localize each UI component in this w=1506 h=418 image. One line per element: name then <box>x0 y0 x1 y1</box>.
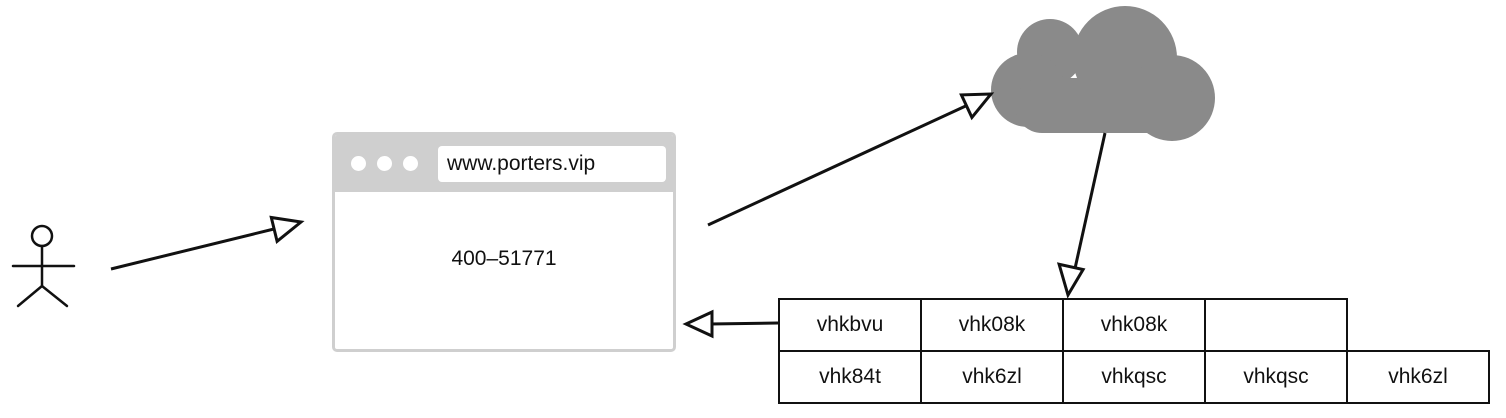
browser-content-text: 400–51771 <box>451 247 557 270</box>
arrow-cloud-to-table <box>1056 132 1107 299</box>
table-cell: vhk84t <box>778 350 922 404</box>
table-cell: vhk08k <box>1062 298 1206 352</box>
window-dot-icon <box>351 156 366 171</box>
arrow-table-to-browser <box>682 309 779 339</box>
browser-window: www.porters.vip 400–51771 <box>332 132 676 352</box>
cloud-icon <box>991 6 1215 141</box>
table-cell: vhkqsc <box>1204 350 1348 404</box>
window-dot-icon <box>377 156 392 171</box>
arrow-user-to-browser <box>110 215 305 271</box>
user-stick-figure-icon <box>11 224 76 308</box>
browser-toolbar: www.porters.vip <box>335 135 673 192</box>
address-bar: www.porters.vip <box>438 146 666 182</box>
table-cell: vhk08k <box>920 298 1064 352</box>
window-dot-icon <box>403 156 418 171</box>
table-cell: vhkbvu <box>778 298 922 352</box>
table-cell <box>1204 298 1348 352</box>
table-cell: vhk6zl <box>920 350 1064 404</box>
table-cell: vhk6zl <box>1346 350 1490 404</box>
table-cell: vhkqsc <box>1062 350 1206 404</box>
code-table: vhkbvu vhk08k vhk08k vhk84t vhk6zl vhkqs… <box>778 298 1492 404</box>
arrow-browser-to-cloud <box>707 92 995 227</box>
